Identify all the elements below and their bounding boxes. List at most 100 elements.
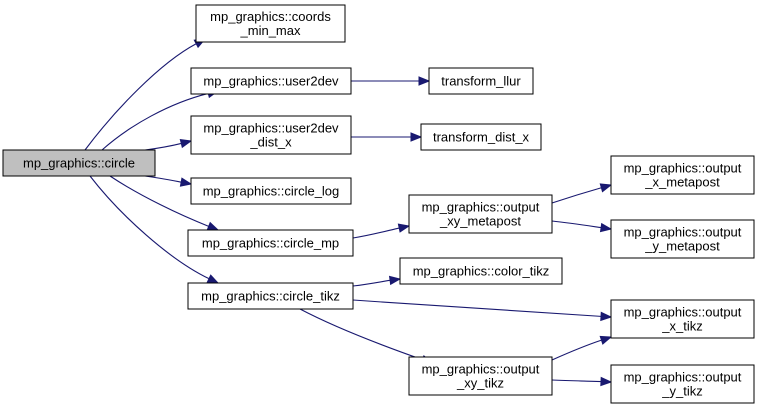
node-box: [195, 4, 346, 43]
node-label: mp_graphics::output: [624, 161, 742, 176]
node-box: [190, 115, 352, 155]
node-label: mp_graphics::output: [624, 225, 742, 240]
edge-line: [352, 279, 391, 287]
edge-user2dev_dist_x-to-transform_dist_x: [350, 132, 423, 142]
node-label: mp_graphics::circle_log: [203, 184, 340, 199]
node-box: [187, 229, 354, 257]
node-box: [428, 67, 534, 95]
arrow-head-icon: [599, 335, 613, 345]
node-box: [610, 299, 755, 339]
node-box: [187, 282, 354, 310]
node-circle-mp[interactable]: mp_graphics::circle_mp: [187, 229, 354, 257]
edge-circle_tikz-to-output_xy_tikz: [299, 308, 434, 364]
edge-line: [299, 308, 423, 361]
edge-circle-to-coords_min_max: [84, 38, 207, 151]
edge-line: [101, 92, 209, 151]
node-box: [2, 149, 156, 177]
node-label: mp_graphics::user2dev: [203, 121, 339, 136]
arrow-head-icon: [179, 177, 193, 187]
edge-line: [144, 175, 182, 183]
edge-output_xy_metapost-to-output_y_metapost: [551, 220, 613, 233]
arrow-head-icon: [206, 274, 220, 284]
arrow-head-icon: [397, 223, 411, 233]
edge-circle_tikz-to-output_x_tikz: [352, 299, 613, 322]
node-label: mp_graphics::color_tikz: [413, 264, 550, 279]
arrow-head-icon: [388, 275, 402, 286]
node-output-xy-metapost[interactable]: mp_graphics::output_xy_metapost: [408, 194, 553, 234]
node-box: [190, 177, 352, 205]
arrow-head-icon: [418, 76, 431, 86]
edge-circle-to-circle_log: [144, 175, 193, 187]
edge-line: [352, 299, 602, 317]
node-box: [408, 194, 553, 234]
node-box: [408, 356, 553, 396]
arrow-head-icon: [410, 132, 423, 142]
edge-user2dev-to-transform_llur: [351, 76, 431, 86]
node-coords-min-max[interactable]: mp_graphics::coords_min_max: [195, 4, 346, 43]
node-box: [610, 364, 755, 404]
node-label: mp_graphics::output: [624, 305, 742, 320]
node-box: [610, 155, 755, 195]
arrow-head-icon: [206, 221, 220, 231]
node-transform-llur[interactable]: transform_llur: [428, 67, 534, 95]
edge-circle-to-user2dev_dist_x: [144, 138, 193, 151]
arrow-head-icon: [599, 183, 613, 193]
node-label: _x_tikz: [661, 319, 702, 334]
node-circle[interactable]: mp_graphics::circle: [2, 149, 156, 177]
node-output-x-metapost[interactable]: mp_graphics::output_x_metapost: [610, 155, 755, 195]
node-circle-tikz[interactable]: mp_graphics::circle_tikz: [187, 282, 354, 310]
edge-line: [144, 142, 182, 151]
edge-line: [551, 220, 602, 229]
edge-line: [352, 227, 400, 239]
edge-line: [84, 43, 197, 151]
node-label: _y_metapost: [644, 239, 720, 254]
node-label: mp_graphics::output: [422, 200, 540, 215]
arrow-head-icon: [179, 138, 193, 149]
node-label: _x_metapost: [644, 175, 720, 190]
node-user2dev-dist-x[interactable]: mp_graphics::user2dev_dist_x: [190, 115, 352, 155]
edge-circle-to-circle_mp: [109, 175, 220, 231]
node-user2dev[interactable]: mp_graphics::user2dev: [190, 67, 352, 95]
node-box: [420, 123, 542, 151]
arrow-head-icon: [600, 311, 613, 322]
node-box: [610, 219, 755, 259]
node-label: mp_graphics::output: [422, 362, 540, 377]
node-label: _dist_x: [249, 135, 292, 150]
node-label: _xy_tikz: [456, 376, 504, 391]
node-label: mp_graphics::user2dev: [203, 74, 339, 89]
node-label: mp_graphics::circle_mp: [202, 236, 339, 251]
edge-output_xy_tikz-to-output_y_tikz: [551, 376, 613, 387]
nodes-layer: mp_graphics::circle mp_graphics::coords_m…: [2, 4, 755, 404]
arrow-head-icon: [599, 222, 613, 233]
edge-line: [551, 339, 602, 361]
node-circle-log[interactable]: mp_graphics::circle_log: [190, 177, 352, 205]
node-output-y-metapost[interactable]: mp_graphics::output_y_metapost: [610, 219, 755, 259]
node-box: [190, 67, 352, 95]
edge-output_xy_metapost-to-output_x_metapost: [551, 183, 613, 204]
node-output-x-tikz[interactable]: mp_graphics::output_x_tikz: [610, 299, 755, 339]
node-label: mp_graphics::output: [624, 370, 742, 385]
node-label: mp_graphics::circle_tikz: [201, 289, 340, 304]
edge-circle-to-circle_tikz: [89, 175, 220, 284]
node-transform-dist-x[interactable]: transform_dist_x: [420, 123, 542, 151]
edge-line: [89, 175, 210, 280]
node-label: mp_graphics::coords: [210, 9, 331, 24]
edge-circle_tikz-to-color_tikz: [352, 275, 402, 287]
node-label: transform_llur: [441, 74, 521, 89]
node-label: _xy_metapost: [439, 214, 521, 229]
edge-line: [109, 175, 209, 227]
node-box: [399, 257, 563, 285]
edge-output_xy_tikz-to-output_x_tikz: [551, 335, 613, 361]
edge-line: [551, 379, 602, 383]
node-label: transform_dist_x: [433, 130, 530, 145]
node-output-y-tikz[interactable]: mp_graphics::output_y_tikz: [610, 364, 755, 404]
node-color-tikz[interactable]: mp_graphics::color_tikz: [399, 257, 563, 285]
node-label: mp_graphics::circle: [23, 156, 135, 171]
node-label: _min_max: [240, 23, 301, 38]
edge-circle_mp-to-output_xy_metapost: [352, 223, 411, 239]
node-output-xy-tikz[interactable]: mp_graphics::output_xy_tikz: [408, 356, 553, 396]
arrow-head-icon: [600, 376, 613, 387]
node-label: _y_tikz: [661, 384, 702, 399]
edge-line: [551, 187, 602, 204]
